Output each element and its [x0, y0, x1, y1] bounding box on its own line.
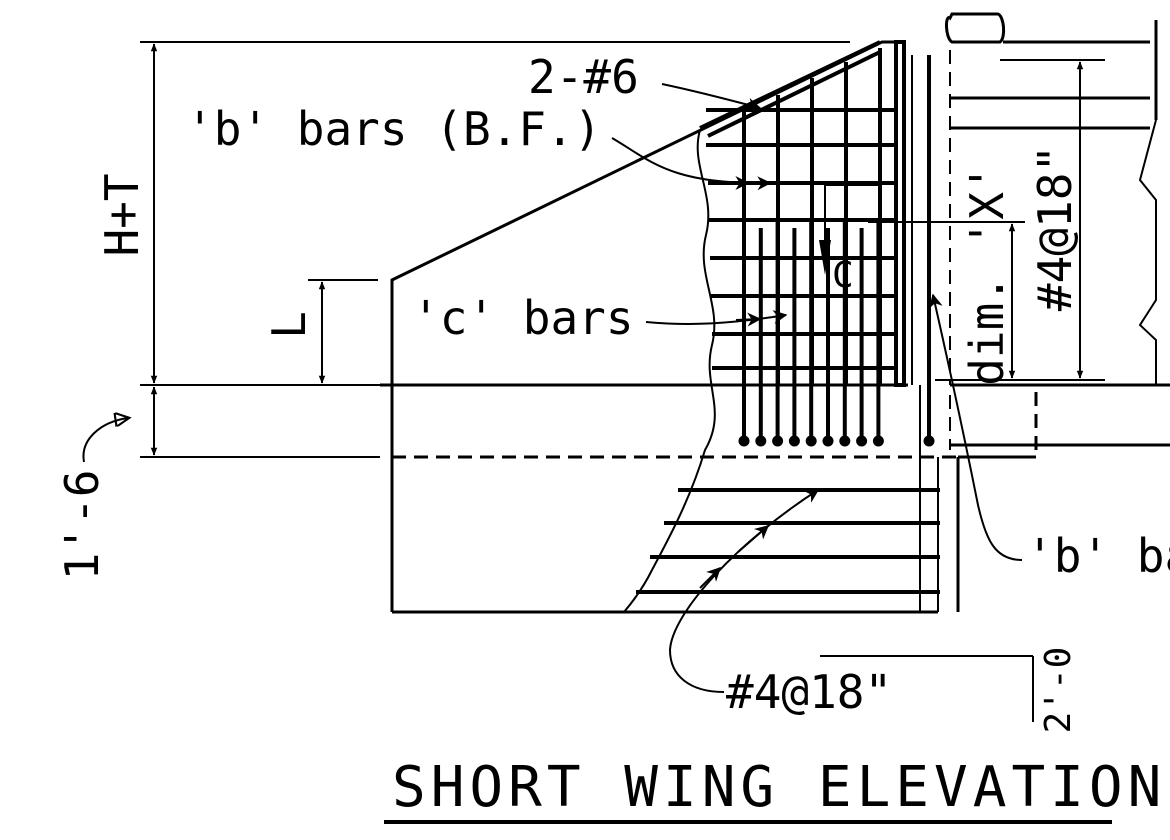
- label-2-0: 2'-0: [1038, 647, 1079, 734]
- title: SHORT WING ELEVATION: [392, 755, 1166, 820]
- c-bars: [738, 222, 884, 447]
- headwall: [894, 12, 1170, 612]
- break-line: [623, 129, 716, 613]
- b-bar-right-dot: [923, 435, 935, 447]
- label-1-6: 1'-6: [55, 470, 109, 581]
- dim-x: [868, 221, 1025, 379]
- wing-wall-outline: [380, 40, 958, 614]
- c-bar-dot: [805, 435, 817, 447]
- dim-h-plus-t: [140, 41, 850, 386]
- c-bar-dot: [872, 435, 884, 447]
- c-bar-dot: [856, 435, 868, 447]
- c-bar-dot: [755, 435, 767, 447]
- c-bar-dot: [839, 435, 851, 447]
- label-h-plus-t: H+T: [95, 173, 149, 256]
- bottom-no4-bars: [636, 488, 940, 594]
- dim-1-6: [82, 386, 380, 463]
- leaders: [611, 83, 1034, 722]
- label-2-no6: 2-#6: [528, 50, 639, 104]
- c-bar-dot: [822, 435, 834, 447]
- top-bars-2-no6: [699, 40, 881, 138]
- dim-no4-18-vertical: [935, 59, 1105, 381]
- label-b-bars-right: 'b' ba: [1026, 529, 1170, 583]
- label-b-bars-bf: 'b' bars (B.F.): [186, 102, 601, 156]
- section-c-mark: [819, 184, 882, 275]
- label-no4-18-vertical: #4@18": [1028, 145, 1082, 311]
- b-bars-horizontal: [706, 108, 895, 370]
- c-bar-dot: [788, 435, 800, 447]
- dim-l: [308, 279, 378, 384]
- label-c-mark: C: [832, 255, 854, 296]
- label-dim-x: dim. 'X': [960, 164, 1014, 386]
- label-c-bars: 'c' bars: [412, 291, 634, 345]
- label-no4-18-bottom: #4@18": [726, 665, 892, 719]
- label-l: L: [262, 311, 316, 339]
- c-bar-dot: [772, 435, 784, 447]
- c-bar-dot: [738, 435, 750, 447]
